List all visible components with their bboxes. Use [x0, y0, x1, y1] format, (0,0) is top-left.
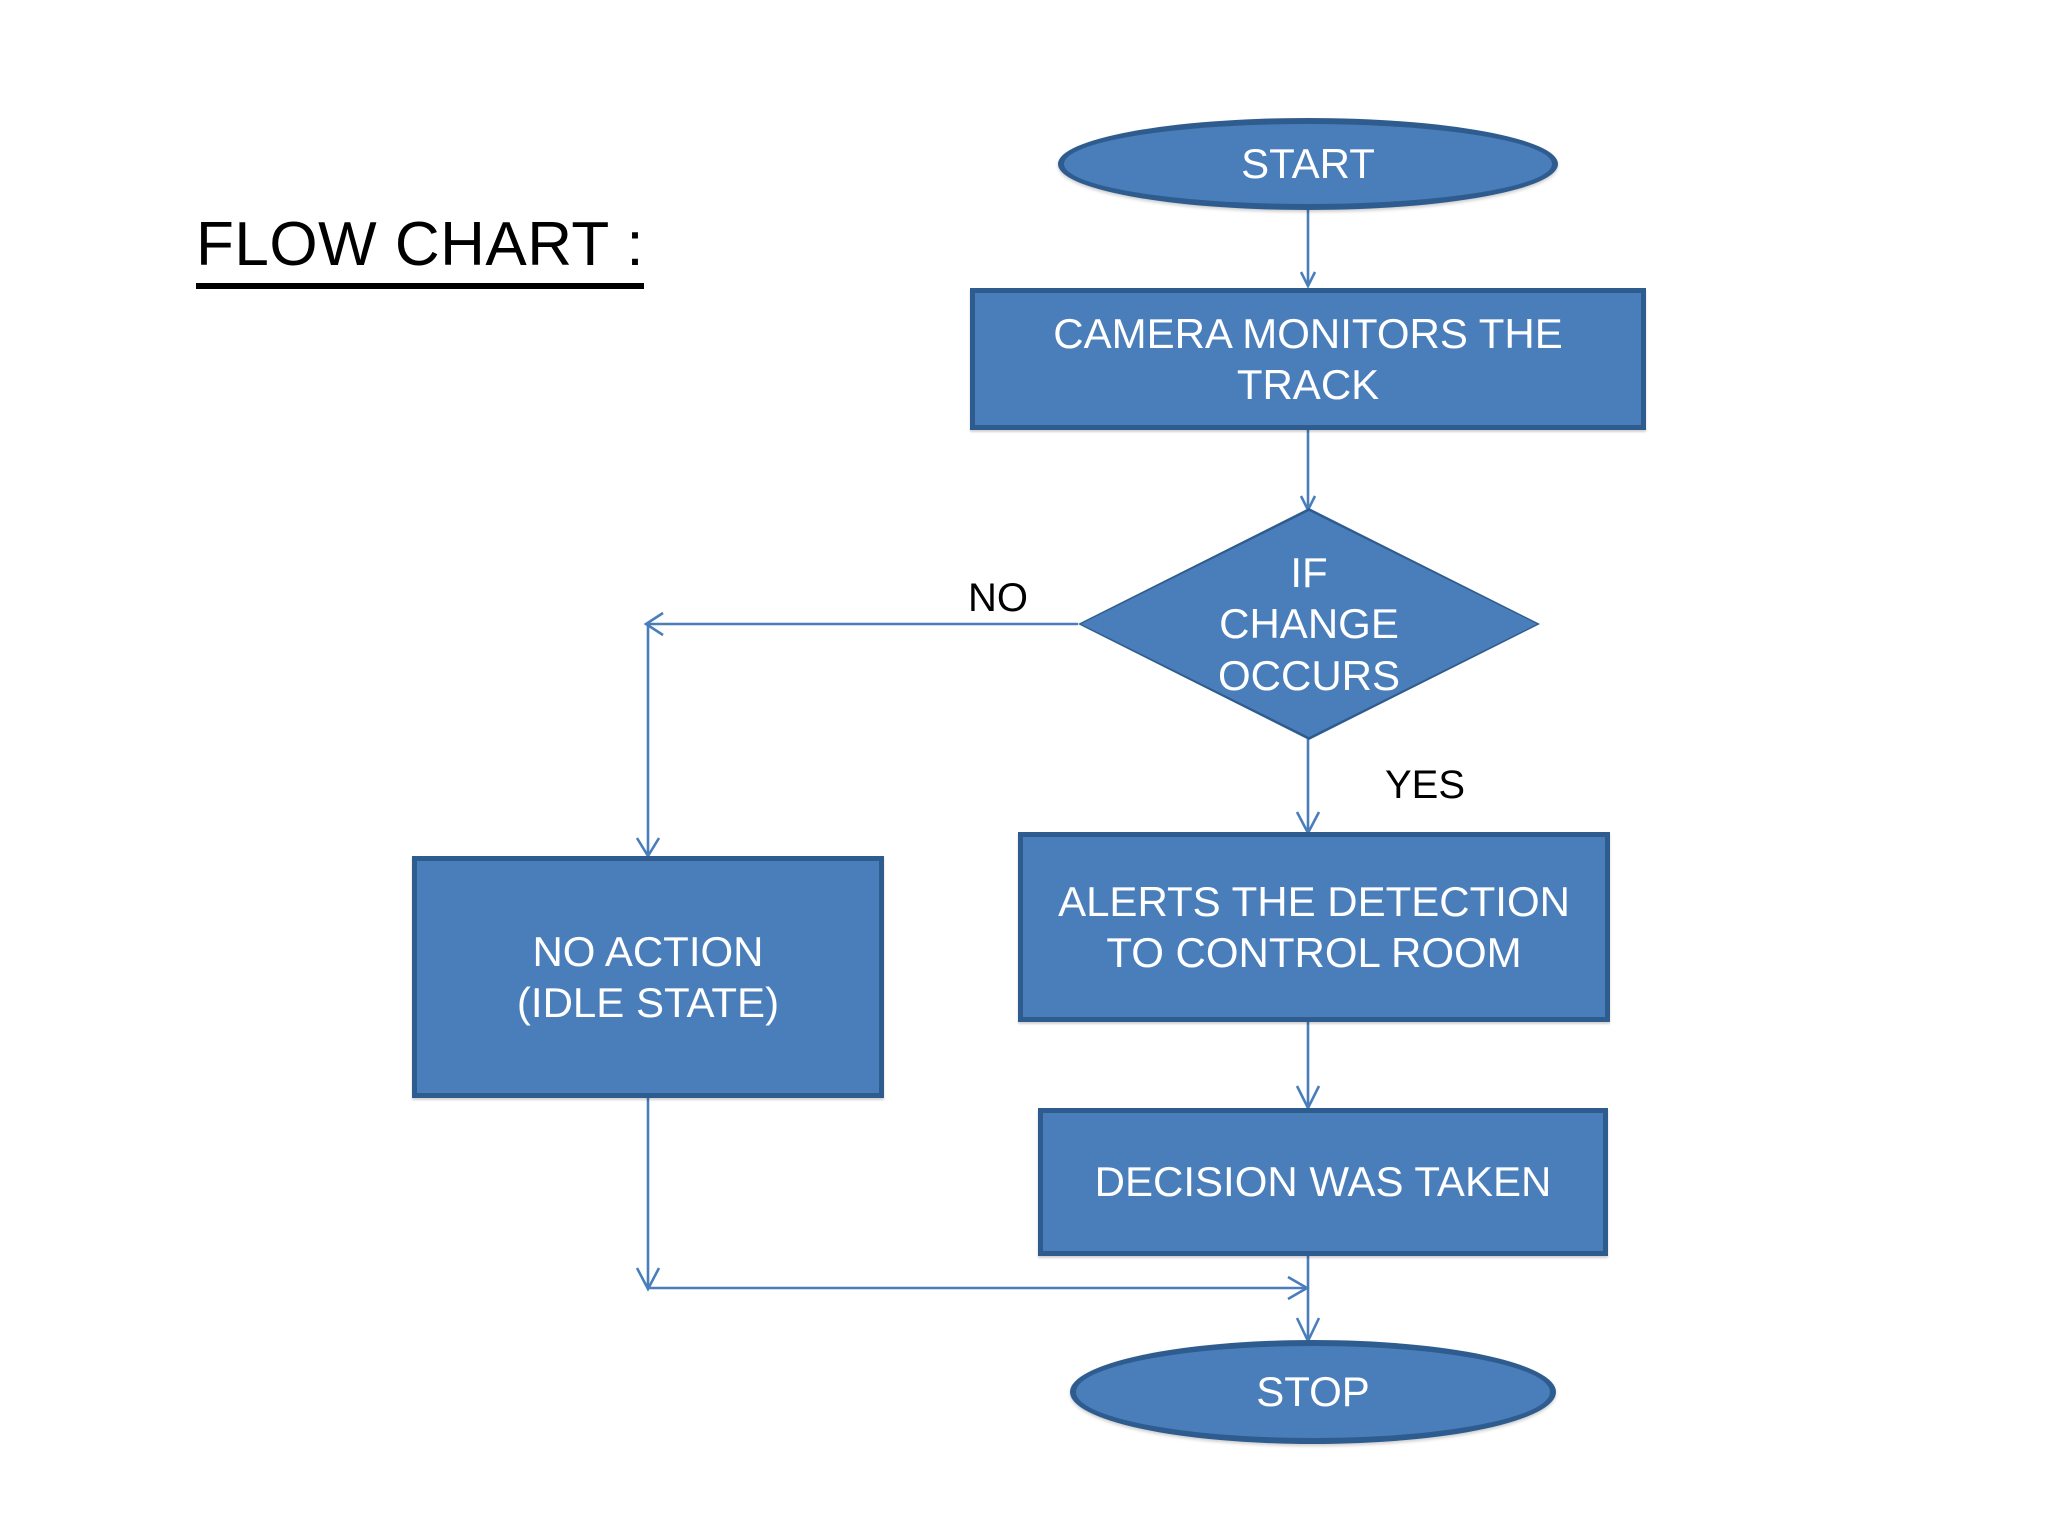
- node-decision-label: IF CHANGE OCCURS: [1217, 549, 1400, 699]
- edge-label-yes: YES: [1385, 763, 1466, 807]
- node-decision-was-taken[interactable]: DECISION WAS TAKEN: [1038, 1108, 1608, 1256]
- node-no-action-label: NO ACTION (IDLE STATE): [516, 927, 780, 1026]
- node-camera-monitors-track-label: CAMERA MONITORS THE TRACK: [1053, 309, 1563, 408]
- node-decision-was-taken-label: DECISION WAS TAKEN: [1094, 1158, 1552, 1206]
- node-stop-label: STOP: [1256, 1368, 1370, 1416]
- node-alerts-control-room-label: ALERTS THE DETECTION TO CONTROL ROOM: [1058, 877, 1570, 976]
- arrowhead-no-turn: [643, 611, 664, 637]
- node-alerts-control-room[interactable]: ALERTS THE DETECTION TO CONTROL ROOM: [1018, 832, 1610, 1022]
- arrowhead-no-action-down: [635, 1267, 661, 1292]
- edge-label-no: NO: [968, 576, 1028, 620]
- node-start[interactable]: START: [1058, 118, 1558, 210]
- node-start-label: START: [1241, 140, 1375, 188]
- node-no-action-idle-state[interactable]: NO ACTION (IDLE STATE): [412, 856, 884, 1098]
- node-decision-if-change-occurs[interactable]: IF CHANGE OCCURS: [1078, 508, 1540, 740]
- node-camera-monitors-track[interactable]: CAMERA MONITORS THE TRACK: [970, 288, 1646, 430]
- page-title: FLOW CHART :: [196, 212, 645, 290]
- arrowhead-merge-right: [1287, 1275, 1310, 1301]
- edge-decision-no-to-no-action: [646, 622, 1078, 855]
- node-stop[interactable]: STOP: [1070, 1340, 1556, 1444]
